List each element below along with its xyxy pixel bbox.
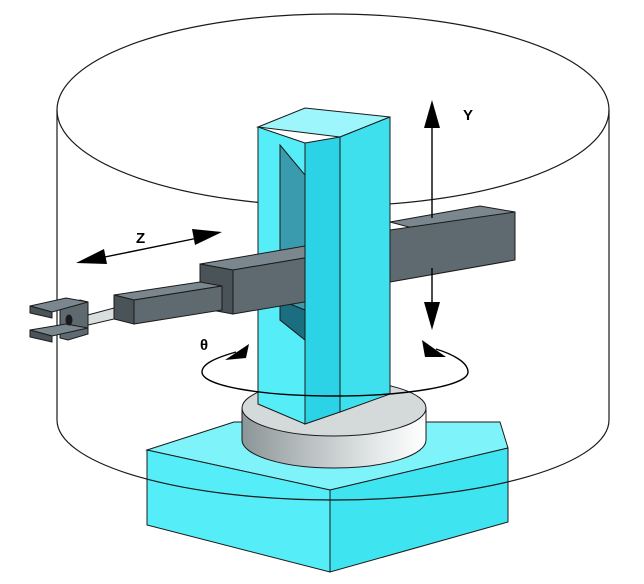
gripper-pin [65, 314, 73, 326]
cylinder-bottom-arc [56, 419, 610, 501]
gripper-bottom-jaw-face [29, 329, 53, 343]
horizontal-arm [83, 205, 516, 327]
arm-extension-end [113, 294, 135, 325]
base-right-face [329, 447, 509, 573]
gripper-top-jaw-face [29, 305, 53, 319]
column-front [304, 116, 391, 425]
y-axis-label: Y [463, 107, 473, 124]
theta-axis-label: θ [200, 337, 208, 354]
z-axis-label: Z [136, 230, 145, 247]
column-front-face [304, 136, 341, 425]
rotation-arrow-theta-icon [201, 340, 469, 397]
double-arrow-z-icon [76, 229, 222, 264]
gripper [29, 297, 89, 343]
column-right-face [339, 116, 391, 413]
double-arrow-y-icon [424, 100, 440, 330]
